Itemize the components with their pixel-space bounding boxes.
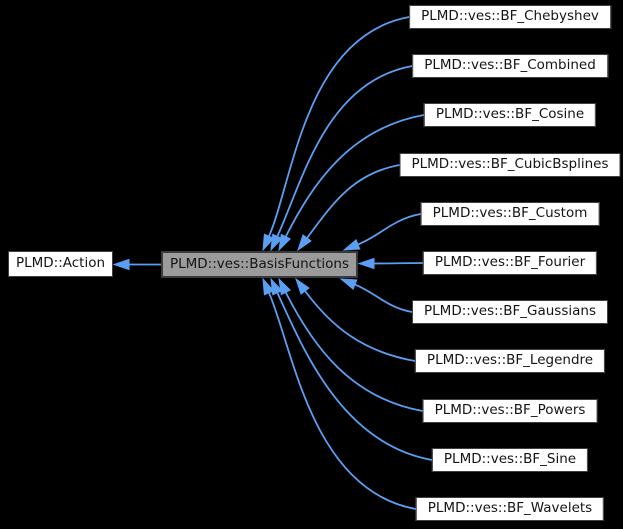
class-box-bf-combined[interactable]: PLMD::ves::BF_Combined (412, 54, 608, 78)
class-box-bf-gaussians[interactable]: PLMD::ves::BF_Gaussians (412, 300, 608, 324)
class-box-bf-sine[interactable]: PLMD::ves::BF_Sine (431, 448, 589, 472)
class-box-bf-wavelets[interactable]: PLMD::ves::BF_Wavelets (415, 497, 605, 521)
class-box-bf-legendre[interactable]: PLMD::ves::BF_Legendre (414, 349, 606, 373)
class-box-bf-cosine[interactable]: PLMD::ves::BF_Cosine (423, 103, 597, 127)
class-box-bf-powers[interactable]: PLMD::ves::BF_Powers (422, 399, 598, 423)
class-box-bf-chebyshev[interactable]: PLMD::ves::BF_Chebyshev (409, 5, 611, 29)
class-box-basisfunctions: PLMD::ves::BasisFunctions (161, 251, 358, 278)
class-box-bf-custom[interactable]: PLMD::ves::BF_Custom (420, 202, 600, 226)
class-box-bf-fourier[interactable]: PLMD::ves::BF_Fourier (422, 251, 598, 275)
class-box-plmd-action[interactable]: PLMD::Action (8, 251, 113, 277)
class-box-bf-cubicbsplines[interactable]: PLMD::ves::BF_CubicBsplines (399, 153, 621, 177)
